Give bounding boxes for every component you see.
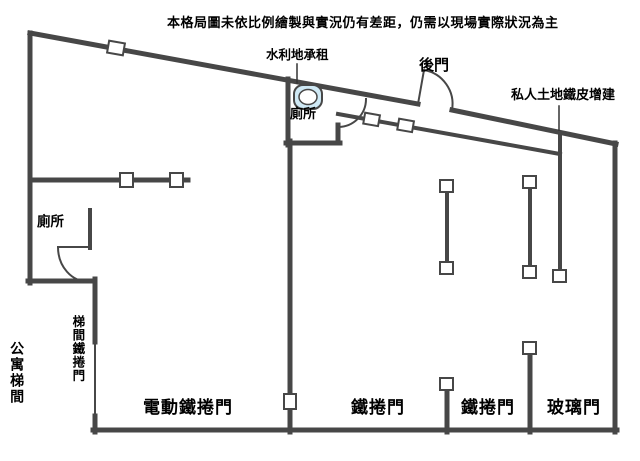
- back-door-leaf: [416, 68, 426, 106]
- top-diagonal-wall-left: [27, 30, 421, 107]
- bay-stub-1-marker: [439, 377, 454, 391]
- window-marker-mid-1: [362, 111, 382, 128]
- toilet-bowl-icon: [298, 88, 318, 106]
- label-apartment-stairwell: 公寓梯間: [8, 341, 25, 405]
- window-marker-top: [105, 39, 127, 57]
- label-back-door: 後門: [419, 56, 450, 74]
- bay-divider-marker: [283, 393, 297, 410]
- bay-stub-2-marker: [522, 341, 537, 355]
- disclaimer-text: 本格局圖未依比例繪製與實況仍有差距，仍需以現場實際狀況為主: [167, 16, 559, 31]
- top-diagonal-wall-right: [449, 107, 619, 147]
- opening-marker-2: [169, 172, 184, 188]
- partition-2-top-marker: [522, 175, 537, 189]
- partition-1-bottom-marker: [439, 261, 454, 275]
- label-roller-door-right: 鐵捲門: [461, 398, 515, 418]
- back-door-arc: [422, 68, 454, 112]
- label-stairwell-roller-door: 梯間鐵捲門: [70, 315, 86, 383]
- label-toilet-left: 廁所: [37, 214, 64, 230]
- label-glass-door: 玻璃門: [547, 398, 601, 418]
- opening-marker-1: [119, 172, 134, 188]
- partition-1-top-marker: [439, 179, 454, 193]
- label-electric-roller-door: 電動鐵捲門: [143, 398, 233, 418]
- label-roller-door-middle: 鐵捲門: [351, 398, 405, 418]
- left-toilet-door-arc: [56, 245, 92, 284]
- addition-wall-end-marker: [552, 269, 567, 283]
- window-marker-mid-2: [396, 117, 416, 134]
- partition-2-bottom-marker: [522, 265, 537, 279]
- label-water-land-lease: 水利地承租: [266, 47, 329, 62]
- label-toilet-upper: 廁所: [290, 107, 317, 122]
- label-private-land-addition: 私人土地鐵皮增建: [511, 88, 616, 103]
